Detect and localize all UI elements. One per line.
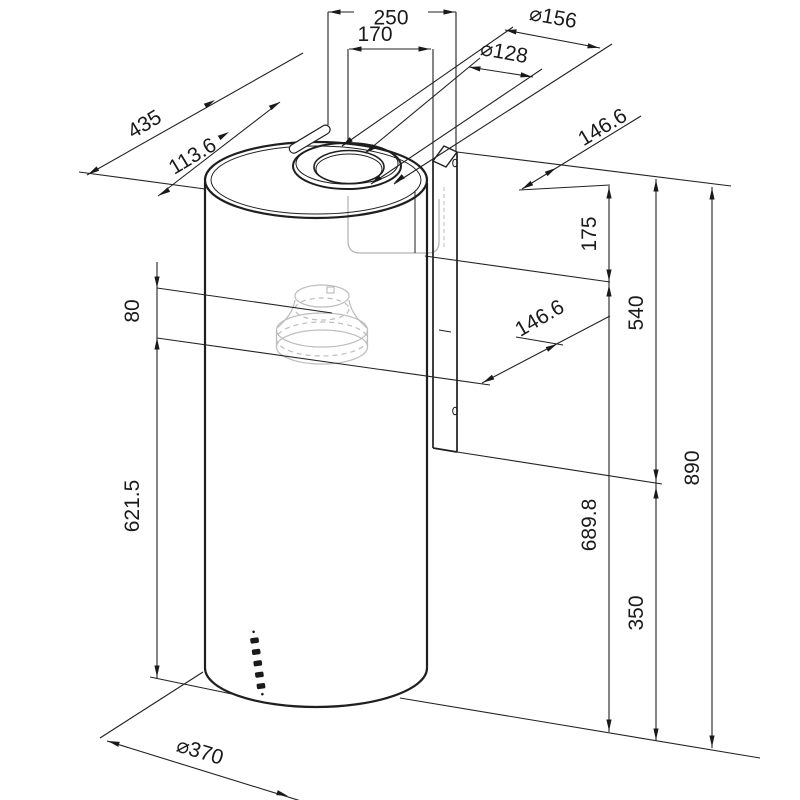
control-buttons — [250, 630, 266, 696]
button-dot-bottom — [261, 692, 264, 696]
cylinder-body — [203, 124, 429, 709]
dim-section-heights: 540 350 — [625, 179, 659, 741]
plate-slot — [288, 124, 331, 154]
reference-lines — [399, 151, 761, 759]
dim-top-width: 250 — [327, 7, 457, 152]
dim-bracket-offset-top: 146.6 — [520, 104, 642, 192]
button-dot-top — [252, 630, 255, 634]
dim-label-146-6-mid: 146.6 — [511, 295, 568, 341]
dim-mid-heights: 175 689.8 — [578, 186, 612, 732]
hidden-duct-spigot — [275, 284, 369, 365]
dim-label-890: 890 — [681, 450, 704, 485]
dim-flue-offset: 170 — [347, 23, 434, 160]
button-4 — [254, 671, 264, 678]
dim-label-113-6: 113.6 — [165, 133, 221, 179]
dim-label-128: ⌀128 — [479, 37, 530, 68]
dim-label-156: ⌀156 — [528, 2, 579, 33]
button-2 — [251, 648, 261, 656]
dim-label-250: 250 — [373, 7, 408, 30]
dim-label-80: 80 — [121, 299, 144, 322]
dim-label-540: 540 — [625, 295, 648, 330]
plate-hole-top — [452, 158, 458, 168]
plate-hole-bottom — [452, 406, 458, 416]
dim-label-689-8: 689.8 — [578, 499, 601, 552]
dim-label-175: 175 — [578, 216, 601, 251]
dim-left-heights: 80 621.5 — [121, 262, 491, 695]
dim-label-435: 435 — [124, 106, 166, 144]
flue-collar — [292, 142, 402, 190]
dim-depth-front: 113.6 — [157, 99, 282, 198]
dim-label-350: 350 — [625, 595, 648, 630]
dim-body-diameter: ⌀370 — [99, 671, 300, 800]
dim-bracket-offset-mid: 146.6 — [481, 295, 611, 385]
dim-label-170: 170 — [357, 23, 392, 46]
dim-label-621-5: 621.5 — [121, 480, 144, 533]
dim-label-146-6-top: 146.6 — [574, 104, 631, 151]
dim-total-height: 890 — [681, 187, 715, 748]
button-5 — [256, 682, 266, 690]
button-3 — [253, 660, 263, 667]
inner-panel — [347, 187, 445, 254]
button-1 — [250, 637, 259, 644]
mounting-plate — [431, 145, 459, 453]
